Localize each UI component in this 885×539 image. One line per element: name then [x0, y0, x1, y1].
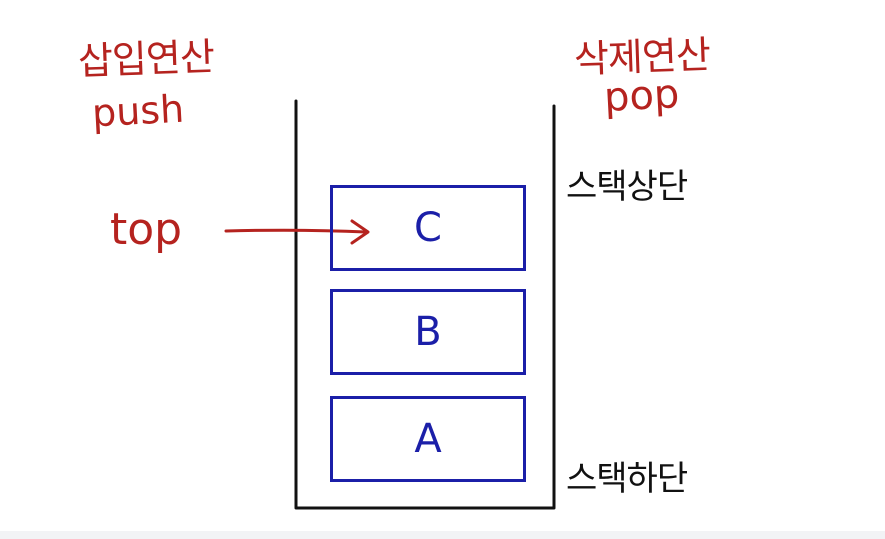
- top-pointer-arrow-head: [350, 219, 370, 245]
- bottom-strip: [0, 531, 885, 539]
- stack-item-label: A: [414, 416, 442, 462]
- pop-operation-name: pop: [602, 71, 681, 121]
- stack-item-b: B: [330, 289, 526, 375]
- stack-container: [294, 99, 556, 510]
- stack-item-label: C: [414, 205, 442, 251]
- stack-item-label: B: [414, 309, 442, 355]
- top-pointer-label: top: [110, 204, 183, 255]
- stack-item-a: A: [330, 396, 526, 482]
- push-operation-label: 삽입연산: [77, 34, 215, 84]
- stack-bottom-label: 스택하단: [566, 459, 688, 499]
- push-operation-name: push: [90, 86, 186, 136]
- top-pointer-arrow-line: [224, 228, 368, 234]
- stack-top-label: 스택상단: [566, 167, 688, 207]
- stack-item-c: C: [330, 185, 526, 271]
